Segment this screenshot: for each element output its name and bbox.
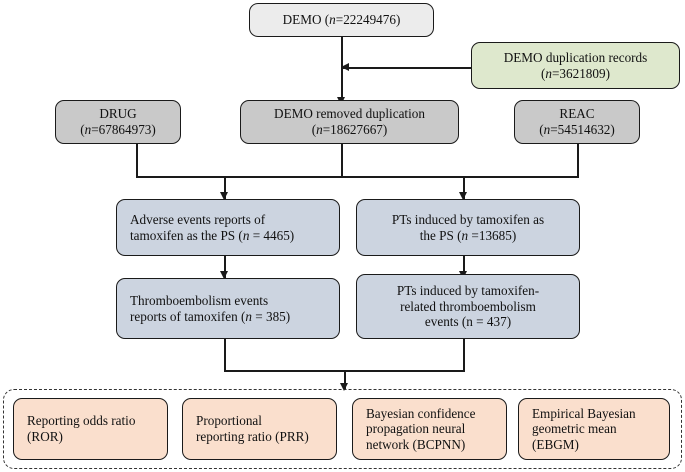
connector-pts-thrombo-down (463, 339, 465, 370)
arrowhead-bus-to-adverse (220, 192, 229, 200)
connector-thrombo-down (224, 339, 226, 370)
connector-adverse-to-thrombo (224, 256, 226, 278)
method-box-ror[interactable]: Reporting odds ratio (ROR) (13, 398, 168, 460)
connector-removed-down (341, 144, 343, 176)
method-box-ebgm-label: Empirical Bayesian geometric mean (EBGM) (532, 405, 636, 452)
connector-merge-to-methods (344, 370, 346, 389)
connector-sources-bus (136, 176, 579, 178)
connector-bus-to-pts (463, 176, 465, 199)
node-pts-induced-ps-label: PTs induced by tamoxifen as the PS (n =1… (391, 211, 545, 243)
node-adverse-events-reports-label: Adverse events reports of tamoxifen as t… (130, 211, 295, 243)
arrowhead-bus-to-pts (459, 192, 468, 200)
node-pts-thromboembolism-label: PTs induced by tamoxifen- related thromb… (396, 283, 540, 330)
node-reac-label: REAC (n=54514632) (539, 106, 615, 137)
connector-pts-to-pts-thrombo (463, 256, 465, 278)
method-box-bcpnn-label: Bayesian confidence propagation neural n… (366, 405, 476, 452)
method-box-prr-label: Proportional reporting ratio (PRR) (196, 413, 309, 444)
arrowhead-merge-to-methods (340, 383, 349, 391)
node-thromboembolism-reports-label: Thromboembolism events reports of tamoxi… (130, 292, 291, 324)
method-box-ror-label: Reporting odds ratio (ROR) (27, 413, 136, 444)
method-box-prr[interactable]: Proportional reporting ratio (PRR) (182, 398, 337, 460)
node-drug-label: DRUG (n=67864973) (80, 106, 156, 137)
node-demo-duplication-label: DEMO duplication records (n=3621809) (503, 49, 648, 81)
node-thromboembolism-reports[interactable]: Thromboembolism events reports of tamoxi… (116, 278, 340, 339)
arrowhead-duplication-to-trunk (341, 62, 349, 71)
connector-drug-down (136, 144, 138, 176)
node-drug[interactable]: DRUG (n=67864973) (55, 100, 181, 144)
method-box-bcpnn[interactable]: Bayesian confidence propagation neural n… (352, 398, 507, 460)
node-reac[interactable]: REAC (n=54514632) (514, 100, 640, 144)
node-adverse-events-reports[interactable]: Adverse events reports of tamoxifen as t… (116, 199, 340, 256)
connector-reac-down (577, 144, 579, 176)
node-demo-removed-duplication-label: DEMO removed duplication (n=18627667) (274, 106, 425, 137)
node-demo-label: DEMO (n=22249476) (282, 12, 401, 28)
node-pts-induced-ps[interactable]: PTs induced by tamoxifen as the PS (n =1… (356, 199, 580, 256)
node-demo[interactable]: DEMO (n=22249476) (249, 3, 434, 37)
node-demo-removed-duplication[interactable]: DEMO removed duplication (n=18627667) (240, 100, 459, 144)
method-box-ebgm[interactable]: Empirical Bayesian geometric mean (EBGM) (518, 398, 670, 460)
node-demo-duplication[interactable]: DEMO duplication records (n=3621809) (471, 42, 680, 89)
connector-bus-to-adverse (224, 176, 226, 199)
arrowhead-adverse-to-thrombo (220, 271, 229, 279)
node-pts-thromboembolism[interactable]: PTs induced by tamoxifen- related thromb… (356, 274, 580, 339)
connector-duplication-to-trunk (341, 67, 471, 69)
